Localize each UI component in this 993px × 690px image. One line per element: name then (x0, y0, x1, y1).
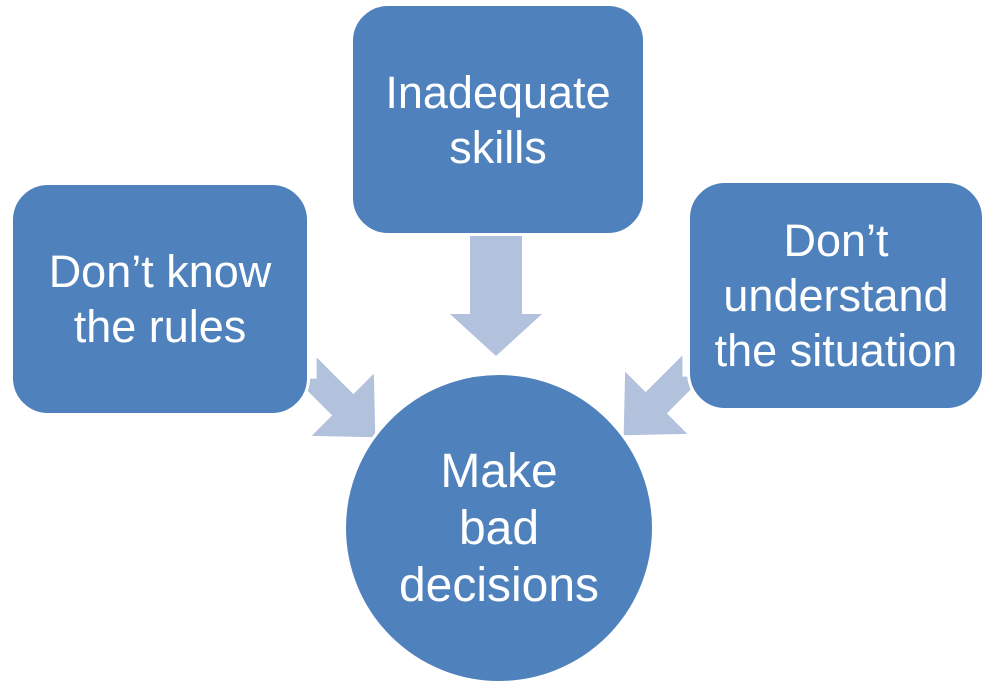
cause-box-dont-understand-the-situation: Don’t understand the situation (687, 180, 985, 411)
label-line: the rules (73, 301, 247, 352)
label-line: understand (723, 270, 949, 321)
label-line: Don’t (783, 215, 889, 266)
label-line: decisions (398, 558, 600, 612)
label-line: Inadequate (385, 66, 611, 118)
label-line: bad (458, 501, 540, 555)
cause-box-inadequate-skills: Inadequate skills (350, 3, 646, 236)
down-left-arrow-icon (623, 355, 704, 436)
label-line: Don’t know (48, 246, 272, 297)
cause-box-dont-know-the-rules: Don’t know the rules (10, 182, 310, 416)
label-line: skills (449, 121, 547, 173)
down-arrow-icon (450, 230, 542, 356)
label-line: Make (440, 444, 558, 498)
effect-circle-make-bad-decisions: Make bad decisions (343, 372, 655, 684)
label-line: the situation (714, 325, 958, 376)
down-right-arrow-icon (295, 357, 376, 438)
